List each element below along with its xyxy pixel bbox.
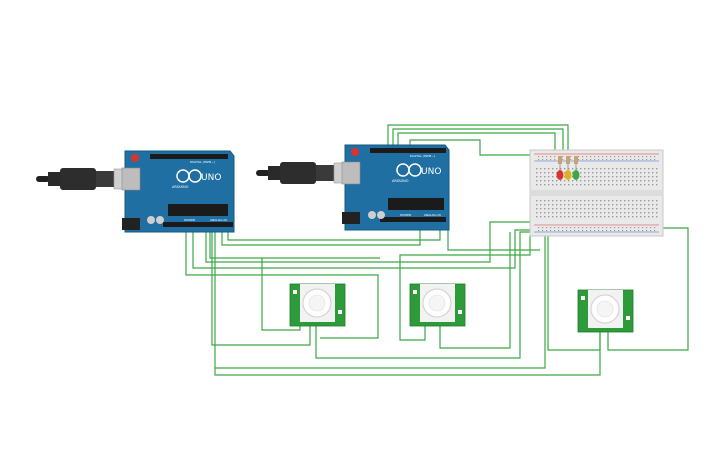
- digital-label: DIGITAL (PWM~): [190, 160, 215, 164]
- wire[interactable]: [215, 228, 546, 369]
- wires: [185, 124, 689, 376]
- board-model-label: UNO: [201, 173, 221, 183]
- arduino-uno-1[interactable]: UNO ARDUINO DIGITAL (PWM~) POWER ANALOG …: [121, 150, 235, 233]
- wire[interactable]: [439, 232, 511, 349]
- wire[interactable]: [397, 132, 556, 160]
- wire[interactable]: [192, 228, 535, 269]
- wire[interactable]: [547, 225, 601, 351]
- leds: [556, 156, 580, 180]
- board-brand-label: ARDUINO: [392, 179, 409, 183]
- wire[interactable]: [205, 221, 540, 263]
- analog-label: ANALOG IN: [210, 218, 227, 222]
- pir-sensor-3[interactable]: [577, 289, 634, 333]
- wire[interactable]: [392, 128, 564, 160]
- analog-label: ANALOG IN: [424, 213, 441, 217]
- wire[interactable]: [261, 258, 301, 331]
- wire[interactable]: [607, 227, 689, 351]
- wire[interactable]: [447, 228, 540, 251]
- breadboard[interactable]: [529, 149, 664, 237]
- board-model-label: UNO: [421, 167, 441, 177]
- arduino-uno-2[interactable]: UNO ARDUINO DIGITAL (PWM~) POWER ANALOG …: [341, 144, 450, 231]
- wire[interactable]: [221, 228, 421, 246]
- wire[interactable]: [211, 228, 311, 346]
- wire[interactable]: [409, 139, 530, 156]
- power-label: POWER: [184, 218, 195, 222]
- wire[interactable]: [387, 124, 569, 160]
- power-label: POWER: [400, 213, 411, 217]
- breadboard-holes: [536, 156, 658, 232]
- pir-sensor-2[interactable]: [409, 283, 466, 327]
- wire[interactable]: [227, 228, 441, 241]
- wire[interactable]: [214, 228, 601, 376]
- resistor[interactable]: [558, 156, 562, 164]
- resistor[interactable]: [566, 156, 570, 164]
- wire[interactable]: [209, 228, 380, 259]
- board-brand-label: ARDUINO: [172, 185, 189, 189]
- wire[interactable]: [399, 235, 531, 341]
- wire[interactable]: [185, 228, 379, 339]
- wire[interactable]: [315, 231, 540, 359]
- resistor[interactable]: [574, 156, 578, 164]
- pir-sensor-1[interactable]: [289, 283, 346, 327]
- reset-button[interactable]: [131, 154, 139, 162]
- reset-button[interactable]: [351, 148, 359, 156]
- digital-label: DIGITAL (PWM~): [410, 154, 435, 158]
